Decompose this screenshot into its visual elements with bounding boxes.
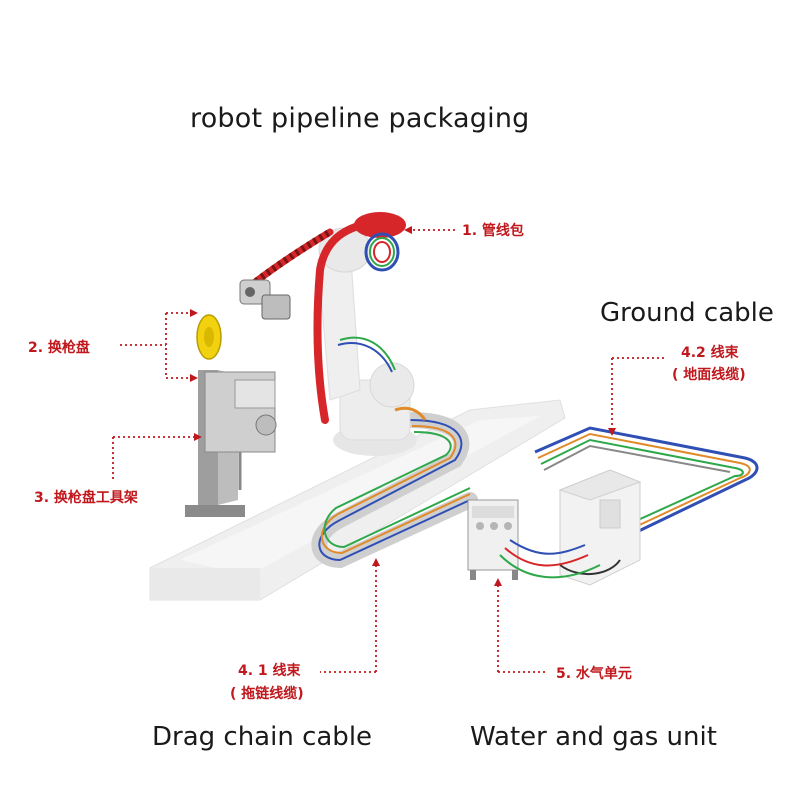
label-ground-cable: Ground cable <box>600 298 774 328</box>
label-tool-changer-rack: 3. 换枪盘工具架 <box>34 490 138 506</box>
controller-cabinet <box>558 469 642 586</box>
robot-body <box>317 227 417 456</box>
label-drag-chain-harness: 4. 1 线束 <box>238 663 301 679</box>
drag-chain <box>311 412 478 569</box>
label-cable-package: 1. 管线包 <box>462 223 524 239</box>
label-ground-cable-cn: ( 地面线缆) <box>672 367 746 383</box>
robot-wrist <box>239 279 291 320</box>
ground-cable-loop <box>534 426 759 542</box>
tool-changer-stand <box>185 370 277 517</box>
label-drag-chain-cable: Drag chain cable <box>152 722 373 752</box>
annotation-arrowheads <box>190 226 616 586</box>
annotation-leaders <box>112 229 665 673</box>
water-gas-unit <box>467 499 601 580</box>
label-tool-changer: 2. 换枪盘 <box>28 340 90 356</box>
robot-cable-package <box>241 212 427 424</box>
label-water-gas-unit: Water and gas unit <box>470 722 717 752</box>
label-water-gas-unit-cn: 5. 水气单元 <box>556 666 632 682</box>
diagram-title: robot pipeline packaging <box>190 103 530 134</box>
label-ground-harness: 4.2 线束 <box>681 345 739 361</box>
label-drag-chain-cable-cn: ( 拖链线缆) <box>230 686 304 702</box>
